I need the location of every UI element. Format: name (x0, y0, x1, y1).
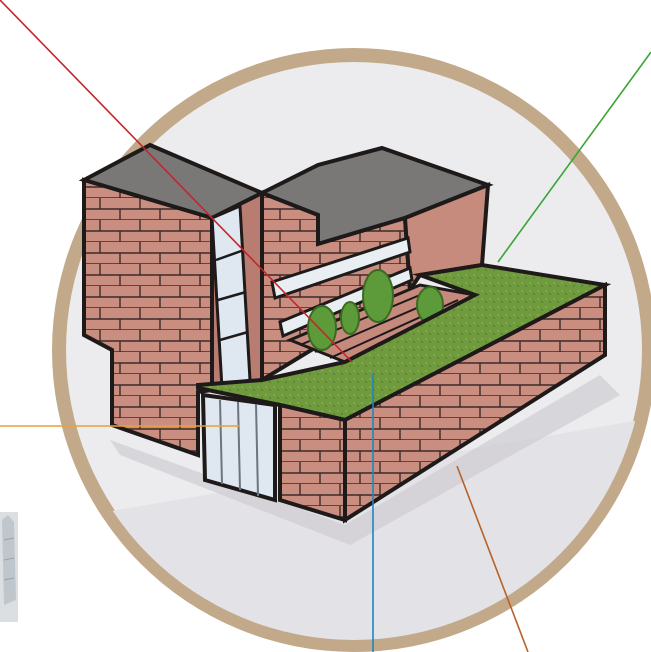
low-wing-front (280, 405, 345, 520)
photo-fragment (0, 512, 18, 622)
